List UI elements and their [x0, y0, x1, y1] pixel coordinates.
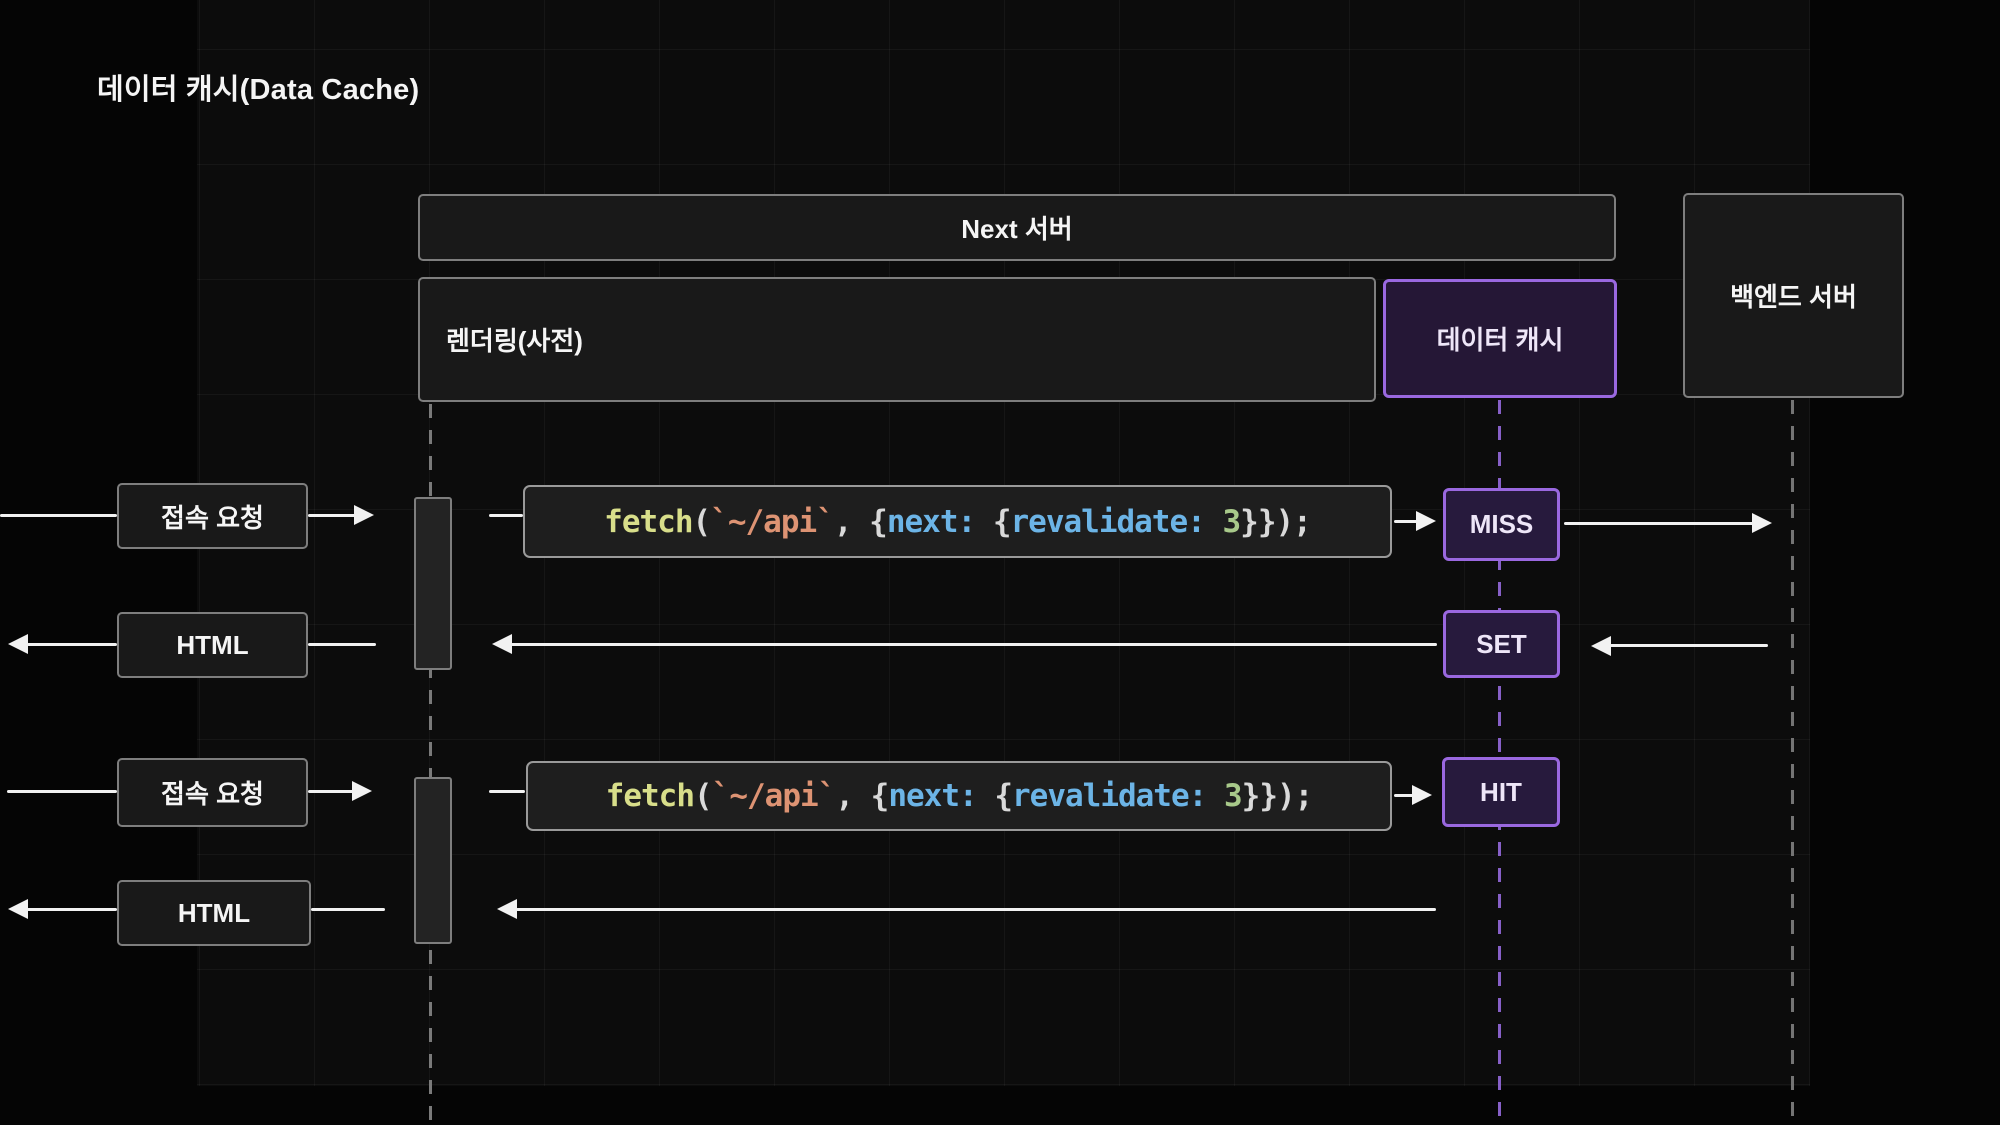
- row3-request-label: 접속 요청: [161, 774, 264, 811]
- row4-html-label: HTML: [178, 898, 250, 929]
- code-token: fetch: [606, 778, 694, 814]
- set-badge: SET: [1443, 610, 1560, 678]
- code-token: next:: [887, 504, 975, 540]
- row2-long-arrowhead: [492, 634, 512, 654]
- row3-stub-line: [489, 790, 525, 793]
- row4-out-line: [27, 908, 117, 911]
- rendering-box: 렌더링(사전): [418, 277, 1376, 402]
- row4-long-arrowhead: [497, 899, 517, 919]
- row1-request-label: 접속 요청: [161, 498, 264, 535]
- row3-fetch-code-box: fetch(`~/api`, {next: {revalidate: 3}});: [526, 761, 1392, 831]
- code-token: [1206, 778, 1224, 814]
- miss-badge-label: MISS: [1470, 509, 1534, 540]
- backend-server-box: 백엔드 서버: [1683, 193, 1904, 398]
- row3-request-arrowhead: [352, 781, 372, 801]
- code-token: 3: [1224, 778, 1242, 814]
- activation-bar-1: [414, 497, 452, 670]
- next-server-label: Next 서버: [961, 209, 1072, 246]
- row3-request-box: 접속 요청: [117, 758, 308, 827]
- row3-incoming-line: [7, 790, 117, 793]
- code-token: {: [994, 778, 1012, 814]
- code-token: (: [693, 504, 711, 540]
- code-token: `~/api`: [710, 504, 834, 540]
- row1-to-cache-arrowhead: [1416, 511, 1436, 531]
- row1-to-backend-arrow-line: [1564, 522, 1754, 525]
- hit-badge-label: HIT: [1480, 777, 1522, 808]
- code-token: [1205, 504, 1223, 540]
- code-token: }});: [1242, 778, 1313, 814]
- diagram-title: 데이터 캐시(Data Cache): [97, 66, 419, 108]
- data-cache-label: 데이터 캐시: [1437, 320, 1564, 357]
- row2-from-backend-arrowhead: [1591, 636, 1611, 656]
- row2-out-arrowhead: [8, 634, 28, 654]
- row3-to-cache-arrowhead: [1412, 785, 1432, 805]
- row2-long-arrow-line: [511, 643, 1437, 646]
- row2-html-label: HTML: [176, 630, 248, 661]
- code-token: ,: [835, 778, 870, 814]
- code-token: [975, 504, 993, 540]
- row4-out-arrowhead: [8, 899, 28, 919]
- next-server-box: Next 서버: [418, 194, 1616, 261]
- miss-badge: MISS: [1443, 488, 1560, 561]
- code-token: revalidate:: [1011, 504, 1205, 540]
- row1-request-box: 접속 요청: [117, 483, 308, 549]
- activation-bar-2: [414, 777, 452, 944]
- code-token: [977, 778, 995, 814]
- code-token: fetch: [604, 504, 692, 540]
- hit-badge: HIT: [1442, 757, 1560, 827]
- backend-lifeline: [1791, 400, 1794, 1125]
- code-token: {: [871, 778, 889, 814]
- row1-incoming-line: [0, 514, 117, 517]
- row1-request-arrow-line: [308, 514, 356, 517]
- row2-html-box: HTML: [117, 612, 308, 678]
- row3-to-cache-arrow-line: [1394, 794, 1414, 797]
- rendering-label: 렌더링(사전): [446, 321, 583, 358]
- code-token: ,: [834, 504, 869, 540]
- code-token: {: [993, 504, 1011, 540]
- code-token: }});: [1240, 504, 1311, 540]
- row2-right-line: [308, 643, 376, 646]
- row1-request-arrowhead: [354, 505, 374, 525]
- row1-fetch-code-box: fetch(`~/api`, {next: {revalidate: 3}});: [523, 485, 1392, 558]
- code-token: next:: [888, 778, 976, 814]
- code-token: revalidate:: [1012, 778, 1206, 814]
- row4-right-line: [311, 908, 385, 911]
- code-token: {: [869, 504, 887, 540]
- row1-to-cache-arrow-line: [1394, 520, 1418, 523]
- set-badge-label: SET: [1476, 629, 1527, 660]
- row4-html-box: HTML: [117, 880, 311, 946]
- backend-server-label: 백엔드 서버: [1730, 277, 1857, 314]
- code-token: (: [694, 778, 712, 814]
- row4-long-arrow-line: [516, 908, 1436, 911]
- row1-to-backend-arrowhead: [1752, 513, 1772, 533]
- code-token: `~/api`: [712, 778, 836, 814]
- row2-out-line: [27, 643, 117, 646]
- row3-request-arrow-line: [308, 790, 354, 793]
- row1-stub-line: [489, 514, 523, 517]
- data-cache-box: 데이터 캐시: [1383, 279, 1617, 398]
- row2-from-backend-line: [1610, 644, 1768, 647]
- code-token: 3: [1222, 504, 1240, 540]
